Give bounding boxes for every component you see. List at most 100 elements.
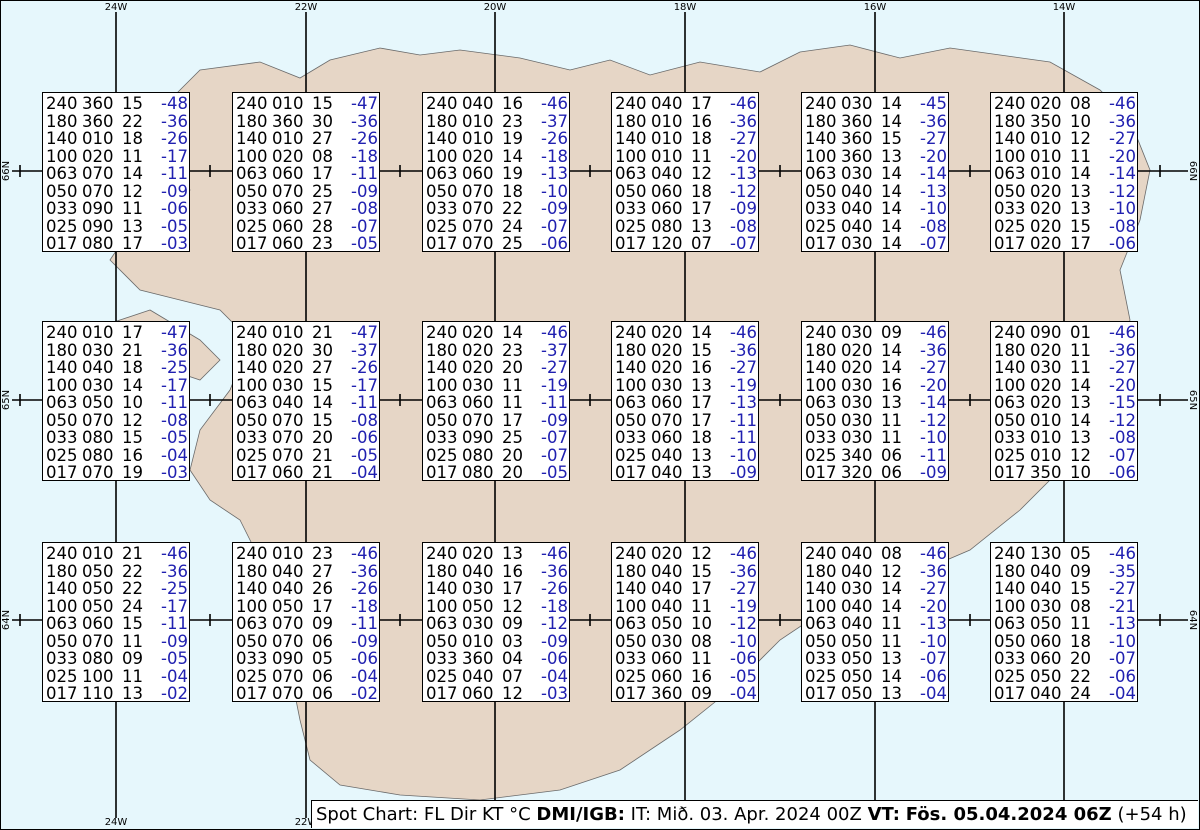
temperature: -19 bbox=[541, 375, 568, 395]
temperature: -11 bbox=[541, 393, 568, 412]
wind-speed: 09 bbox=[122, 649, 143, 668]
flight-level: 140 bbox=[994, 129, 1026, 148]
flight-level: 140 bbox=[236, 358, 268, 377]
flight-level: 100 bbox=[615, 375, 647, 395]
temperature: -19 bbox=[730, 596, 757, 616]
flight-level: 240 bbox=[236, 323, 268, 342]
wind-speed: 18 bbox=[691, 129, 712, 148]
wind-direction: 090 bbox=[82, 216, 114, 236]
wind-direction: 010 bbox=[1030, 164, 1062, 183]
wind-direction: 350 bbox=[1030, 463, 1062, 482]
temperature: -36 bbox=[920, 340, 947, 360]
temperature: -27 bbox=[920, 358, 947, 377]
flight-level: 033 bbox=[426, 428, 458, 447]
flight-level: 240 bbox=[46, 323, 78, 342]
wind-direction: 020 bbox=[462, 146, 494, 166]
wind-speed: 21 bbox=[312, 445, 333, 465]
wind-direction: 050 bbox=[841, 649, 873, 668]
wind-direction: 360 bbox=[272, 111, 304, 131]
flight-level: 050 bbox=[46, 631, 78, 651]
temperature: -04 bbox=[351, 666, 378, 686]
wind-speed: 13 bbox=[881, 146, 902, 166]
temperature: -26 bbox=[351, 358, 378, 377]
temperature: -13 bbox=[730, 393, 757, 412]
temperature: -47 bbox=[351, 94, 378, 113]
temperature: -26 bbox=[161, 129, 188, 148]
temperature: -36 bbox=[730, 111, 757, 131]
temperature: -46 bbox=[730, 544, 757, 563]
wind-direction: 040 bbox=[1030, 561, 1062, 581]
wind-speed: 14 bbox=[881, 666, 902, 686]
flight-level: 033 bbox=[46, 428, 78, 447]
wind-direction: 050 bbox=[651, 614, 683, 633]
flight-level: 100 bbox=[46, 375, 78, 395]
wind-speed: 10 bbox=[1070, 111, 1091, 131]
flight-level: 050 bbox=[426, 410, 458, 430]
wind-direction: 070 bbox=[82, 631, 114, 651]
wind-direction: 040 bbox=[651, 463, 683, 482]
wind-speed: 19 bbox=[502, 129, 523, 148]
wind-direction: 020 bbox=[1030, 393, 1062, 412]
temperature: -07 bbox=[920, 234, 947, 253]
flight-level: 180 bbox=[236, 111, 268, 131]
wind-direction: 020 bbox=[272, 340, 304, 360]
wind-direction: 050 bbox=[272, 596, 304, 616]
wind-direction: 040 bbox=[272, 561, 304, 581]
flight-level: 100 bbox=[994, 375, 1026, 395]
temperature: -09 bbox=[351, 181, 378, 201]
wind-speed: 06 bbox=[881, 445, 902, 465]
temperature: -09 bbox=[541, 410, 568, 430]
flight-level: 100 bbox=[805, 375, 837, 395]
wind-speed: 16 bbox=[502, 94, 523, 113]
wind-speed: 11 bbox=[122, 666, 143, 686]
wind-direction: 050 bbox=[1030, 666, 1062, 686]
wind-speed: 10 bbox=[691, 614, 712, 633]
wind-direction: 020 bbox=[1030, 199, 1062, 218]
wind-speed: 17 bbox=[312, 164, 333, 183]
flight-level: 100 bbox=[426, 146, 458, 166]
temperature: -48 bbox=[161, 94, 188, 113]
wind-speed: 18 bbox=[691, 181, 712, 201]
wind-speed: 15 bbox=[1070, 579, 1091, 598]
wind-direction: 010 bbox=[1030, 146, 1062, 166]
wind-speed: 09 bbox=[1070, 561, 1091, 581]
wind-direction: 050 bbox=[82, 596, 114, 616]
wind-speed: 17 bbox=[1070, 234, 1091, 253]
wind-speed: 11 bbox=[1070, 358, 1091, 377]
wind-direction: 040 bbox=[1030, 579, 1062, 598]
wind-direction: 020 bbox=[462, 544, 494, 563]
flight-level: 025 bbox=[615, 445, 647, 465]
flight-level: 063 bbox=[46, 164, 78, 183]
flight-level: 240 bbox=[426, 94, 458, 113]
